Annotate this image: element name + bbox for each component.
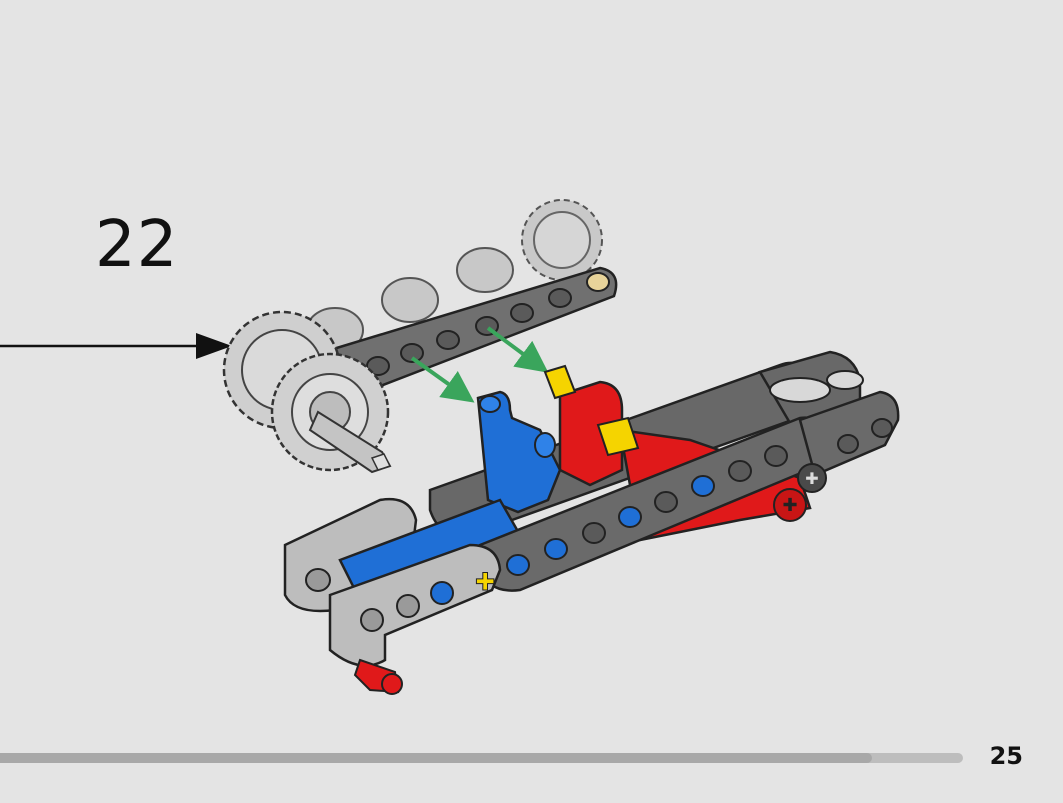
progress-bar <box>0 753 963 763</box>
dark-gray-liftarm-front: ✚ <box>478 390 900 592</box>
callout-arrow-icon <box>0 333 232 359</box>
progress-fill <box>0 753 873 763</box>
page-number: 25 <box>989 742 1023 770</box>
step-number: 22 <box>95 208 179 282</box>
svg-text:✚: ✚ <box>805 469 818 488</box>
rear-gear-icon <box>521 199 603 281</box>
red-pin-icon <box>353 658 403 695</box>
svg-text:✚: ✚ <box>782 495 797 516</box>
svg-text:✚: ✚ <box>475 568 495 596</box>
green-placement-arrow-icon <box>410 326 549 403</box>
yellow-axle-pin-icon <box>543 364 640 457</box>
blue-connector <box>476 390 562 514</box>
cross-axle-icon <box>308 410 392 474</box>
light-gray-liftarm-front: ✚ <box>328 543 502 667</box>
